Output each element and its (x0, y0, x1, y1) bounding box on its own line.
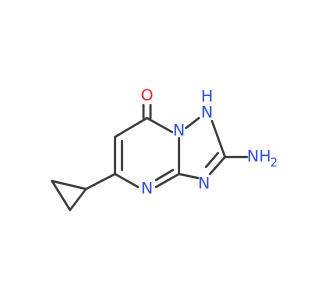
bond-c7-c6 (113, 116, 149, 139)
atom-triazole-n: N (198, 174, 210, 193)
bonds (50, 103, 249, 212)
atom-oxygen: O (141, 86, 154, 105)
atom-bridge-n: N (173, 121, 185, 140)
atom-amino-subscript: 2 (270, 156, 278, 170)
bond-cp-3 (50, 179, 88, 191)
bond-c5-cyclopropyl (84, 172, 117, 191)
atom-ring-n: N (201, 103, 213, 122)
bond-n4-c3a-inner (154, 168, 175, 182)
bond-n8-n1 (184, 116, 201, 130)
atom-amino: NH (247, 147, 271, 166)
molecule-structure: O H N NH 2 N N N (50, 86, 278, 212)
bond-n8-c7 (145, 116, 174, 134)
bond-c2-n3-outer (208, 155, 227, 176)
bond-c5-n4 (113, 172, 140, 189)
bond-cp-2 (50, 179, 72, 212)
bond-n4-c3a-outer (154, 172, 181, 189)
atom-pyrimidine-n: N (141, 179, 153, 198)
bond-n1-c2 (210, 119, 227, 159)
molecule-diagram: O H N NH 2 N N N (50, 85, 278, 212)
bond-n3-c3a (177, 172, 200, 180)
atom-labels: O H N NH 2 N N N (141, 86, 278, 198)
bond-cp-1 (68, 187, 88, 212)
atom-ring-n-h: H (201, 87, 213, 106)
bond-c2-n3-inner (204, 151, 220, 169)
